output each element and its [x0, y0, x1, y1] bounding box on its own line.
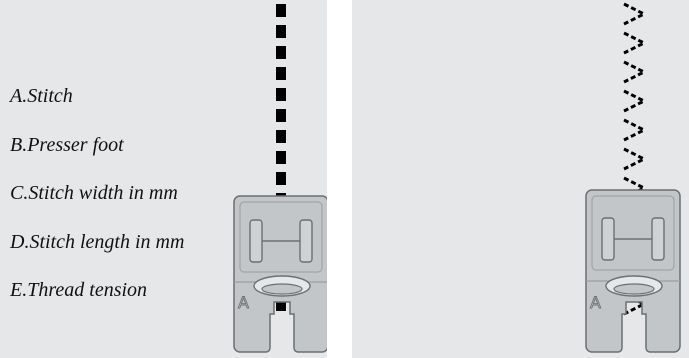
stitch-dash	[276, 4, 286, 17]
stitch-dash	[276, 151, 286, 164]
label-presser-foot: B.Presser foot	[10, 133, 124, 156]
presser-foot-zigzag: A	[585, 189, 681, 353]
stitch-dash	[276, 298, 286, 311]
stitch-dash	[276, 109, 286, 122]
label-stitch-width: C.Stitch width in mm	[10, 182, 178, 204]
label-stitch-length: D.Stitch length in mm	[10, 230, 185, 253]
label-stitch: A.Stitch	[10, 85, 73, 107]
straight-stitch-diagram: A	[233, 4, 327, 353]
zigzag-segment	[623, 60, 648, 84]
zigzag-segment	[623, 118, 648, 142]
stitch-dash	[276, 130, 286, 143]
presser-foot: A	[233, 195, 327, 353]
foot-marking-right: A	[590, 293, 601, 312]
setting-labels: A.Stitch B.Presser foot C.Stitch width i…	[10, 86, 184, 329]
stitch-dash	[276, 67, 286, 80]
stitch-dash	[276, 88, 286, 101]
label-thread-tension: E.Thread tension	[10, 279, 148, 301]
zigzag-stitch-diagram: A	[585, 2, 681, 353]
foot-marking-left: A	[238, 293, 249, 312]
stitch-dash	[276, 46, 286, 59]
zigzag-segment	[623, 89, 648, 113]
zigzag-segment	[623, 31, 648, 55]
zigzag-segment	[623, 2, 648, 26]
zigzag-segment	[623, 147, 648, 171]
stitch-dash	[276, 25, 286, 38]
stitch-dash	[276, 172, 286, 185]
